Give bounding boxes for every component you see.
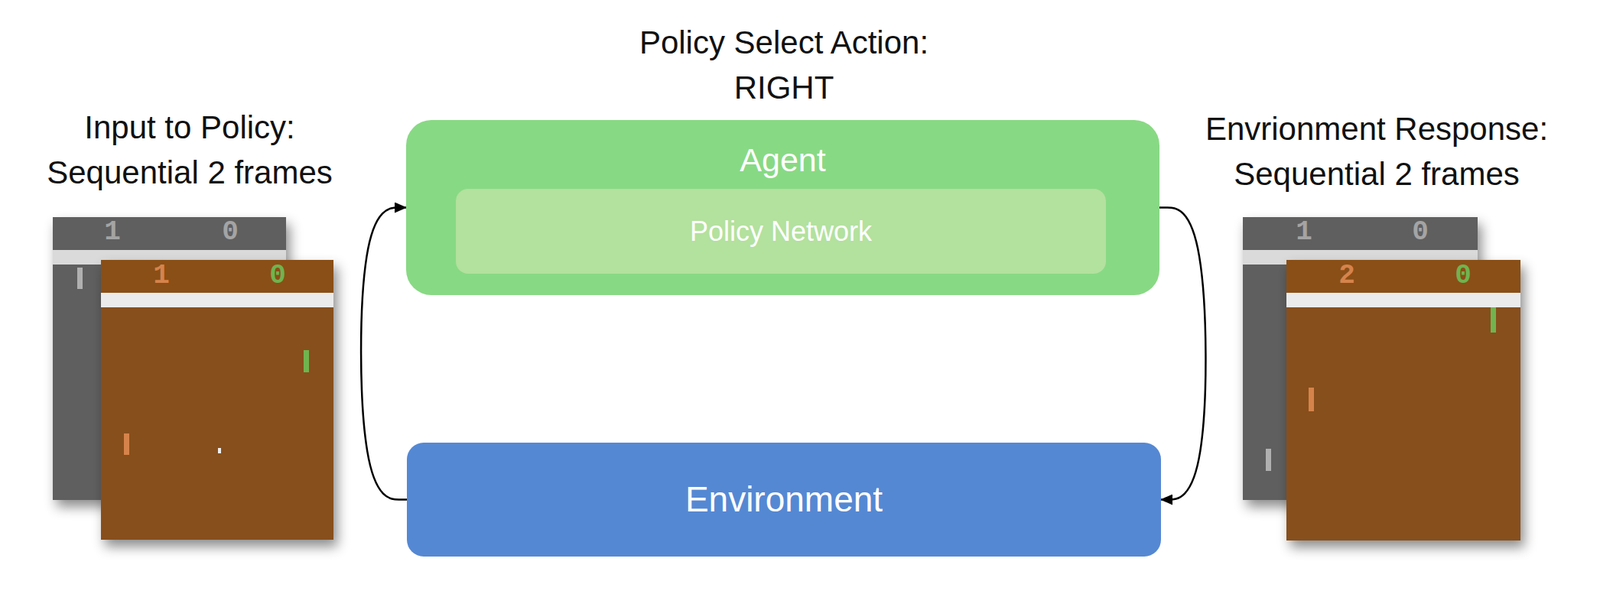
paddle — [1308, 387, 1314, 412]
caption-text: Input to Policy: Sequential 2 frames — [13, 105, 366, 196]
frame-wall — [100, 292, 334, 308]
caption-text: Policy Select Action: RIGHT — [585, 20, 983, 111]
paddle — [1265, 448, 1272, 472]
flow-arrow — [360, 208, 407, 501]
flow-arrow — [1159, 208, 1206, 501]
score-digit: 1 — [152, 262, 170, 290]
frame-wall — [1286, 292, 1521, 308]
node-label: Agent — [739, 140, 826, 181]
node-label: Policy Network — [689, 214, 872, 248]
frame-ground — [1286, 260, 1521, 541]
paddle — [77, 267, 83, 290]
score-digit: 0 — [269, 262, 287, 290]
frame-ground — [100, 260, 334, 540]
paddle — [303, 350, 309, 373]
node-label: Environment — [685, 478, 883, 521]
score-digit: 1 — [104, 218, 121, 247]
score-band — [100, 260, 334, 293]
policy-network-box: Policy Network — [455, 188, 1106, 274]
color-frame — [1286, 260, 1521, 541]
score-digit: 2 — [1338, 262, 1356, 290]
color-frame — [100, 260, 334, 540]
ball — [217, 448, 222, 454]
agent-box: AgentPolicy Network — [406, 120, 1160, 296]
score-digit: 0 — [221, 218, 239, 247]
paddle — [123, 433, 130, 456]
score-band — [1286, 260, 1521, 293]
paddle — [1490, 307, 1496, 333]
score-digit: 0 — [1454, 262, 1472, 290]
score-digit: 1 — [1295, 218, 1313, 247]
environment-box: Environment — [406, 442, 1161, 557]
caption-text: Envrionment Response: Sequential 2 frame… — [1162, 107, 1591, 198]
score-digit: 0 — [1411, 218, 1429, 247]
